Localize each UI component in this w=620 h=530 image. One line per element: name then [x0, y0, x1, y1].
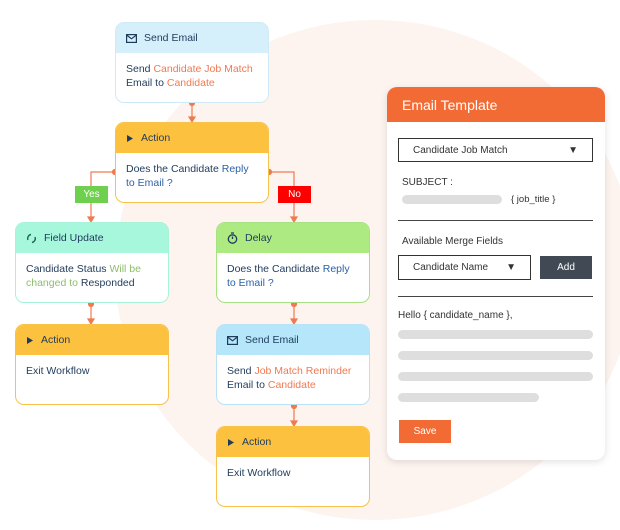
- node-title: Action: [141, 132, 171, 144]
- node-body: Candidate Status Will be changed to Resp…: [16, 253, 168, 299]
- node-header: Action: [16, 325, 168, 355]
- divider: [398, 296, 593, 297]
- email-greeting: Hello { candidate_name },: [398, 310, 513, 321]
- connector-3: [289, 300, 299, 326]
- sync-icon: [26, 233, 37, 244]
- envelope-icon: [227, 335, 238, 345]
- node-header: Send Email: [116, 23, 268, 53]
- node-title: Field Update: [44, 232, 104, 244]
- caret-down-icon: ▼: [568, 144, 578, 156]
- node-body-text: Responded: [77, 277, 135, 289]
- node-title: Delay: [245, 232, 272, 244]
- node-body-text: Email to: [227, 365, 355, 391]
- node-header: Action: [116, 123, 268, 153]
- node-body: Does the Candidate Reply to Email ?: [116, 153, 268, 199]
- body-placeholder-bar: [398, 393, 539, 402]
- node-body: Exit Workflow: [16, 355, 168, 387]
- merge-field-select[interactable]: Candidate Name ▼: [398, 255, 531, 280]
- play-icon: [126, 134, 134, 143]
- no-branch-label: No: [278, 186, 311, 203]
- node-title: Action: [41, 334, 71, 346]
- node-title: Action: [242, 436, 272, 448]
- node-body: Does the Candidate Reply to Email ?: [217, 253, 369, 299]
- node-header: Action: [217, 427, 369, 457]
- node-body: Send Candidate Job Match Email to Candid…: [116, 53, 268, 99]
- node-body-text: Exit Workflow: [26, 365, 90, 377]
- template-select[interactable]: Candidate Job Match ▼: [398, 138, 593, 162]
- panel-title: Email Template: [387, 87, 605, 122]
- node-body-text: Exit Workflow: [227, 467, 291, 479]
- node-body-text: Candidate: [267, 379, 316, 391]
- node-body-text: Reply to Email ?: [227, 263, 353, 289]
- divider: [398, 220, 593, 221]
- body-placeholder-bar: [398, 330, 593, 339]
- connector-1: [187, 99, 197, 124]
- body-placeholder-bar: [398, 372, 593, 381]
- node-body-text: Reply to Email ?: [126, 163, 252, 189]
- body-placeholder-bar: [398, 351, 593, 360]
- node-body-text: Will be changed to: [26, 263, 144, 289]
- subject-token: { job_title }: [511, 194, 556, 205]
- template-select-value: Candidate Job Match: [413, 144, 508, 156]
- node-body-text: Does the Candidate: [227, 263, 323, 275]
- node-body: Exit Workflow: [217, 457, 369, 489]
- email-template-panel: Email Template Candidate Job Match ▼ SUBJ…: [387, 87, 605, 460]
- merge-fields-label: Available Merge Fields: [402, 236, 503, 247]
- envelope-icon: [126, 33, 137, 43]
- yes-branch-label: Yes: [75, 186, 108, 203]
- node-title: Send Email: [245, 334, 299, 346]
- node-title: Send Email: [144, 32, 198, 44]
- connector-4: [289, 402, 299, 428]
- node-body-text: Candidate: [166, 77, 215, 89]
- node-body-text: Send: [126, 63, 154, 75]
- subject-label: SUBJECT :: [402, 177, 453, 188]
- merge-field-value: Candidate Name: [413, 262, 489, 273]
- save-button[interactable]: Save: [399, 420, 451, 443]
- node-body-text: Job Match Reminder: [254, 365, 352, 377]
- node-header: Field Update: [16, 223, 168, 253]
- play-icon: [227, 438, 235, 447]
- node-body-text: Candidate Status: [26, 263, 110, 275]
- stopwatch-icon: [227, 232, 238, 244]
- caret-down-icon: ▼: [506, 262, 516, 273]
- node-body-text: Does the Candidate: [126, 163, 222, 175]
- node-body: Send Job Match Reminder Email to Candida…: [217, 355, 369, 401]
- node-body-text: Candidate Job Match: [153, 63, 253, 75]
- node-header: Send Email: [217, 325, 369, 355]
- node-body-text: Email to: [126, 63, 256, 89]
- connector-2: [86, 300, 96, 326]
- node-body-text: Send: [227, 365, 255, 377]
- node-header: Delay: [217, 223, 369, 253]
- play-icon: [26, 336, 34, 345]
- add-button[interactable]: Add: [540, 256, 592, 279]
- subject-placeholder-bar: [402, 195, 502, 204]
